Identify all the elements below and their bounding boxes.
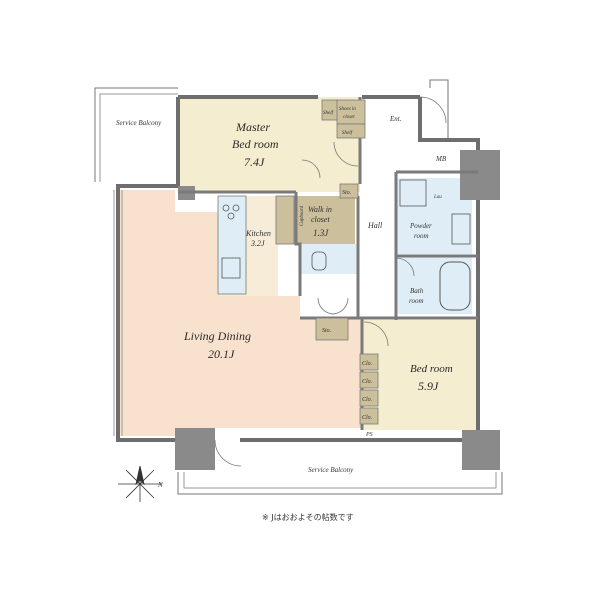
- kitchen-counter: [217, 195, 247, 295]
- mb-label: MB: [435, 155, 447, 163]
- bottom-balcony-rail: [183, 472, 497, 489]
- columns: [175, 150, 500, 470]
- master-label-1: Master: [235, 120, 270, 134]
- bottom-balcony-outline: [177, 472, 503, 495]
- compass-label: N: [157, 481, 163, 489]
- door-swings: [214, 96, 447, 467]
- kitchen-label: Kitchen: [245, 229, 271, 238]
- clo-label-4: Clo.: [362, 415, 372, 421]
- bath-room-area: [398, 256, 472, 314]
- shoes-label-2: closet: [343, 115, 355, 120]
- kitchen-size: 3.2J: [250, 239, 265, 248]
- master-size: 7.4J: [244, 155, 265, 169]
- laundry-pan: [399, 179, 427, 207]
- shelf-left-label: Shelf: [323, 111, 334, 116]
- living-label: Living Dining: [183, 329, 251, 343]
- shelf-bottom-label: Shelf: [342, 131, 353, 136]
- living-size: 20.1J: [208, 347, 235, 361]
- hall-area: [360, 140, 396, 320]
- clo-label-3: Clo.: [362, 397, 372, 403]
- hall-label: Hall: [367, 221, 383, 230]
- master-label-2: Bed room: [232, 137, 279, 151]
- bath-label-2: room: [409, 297, 424, 305]
- right-balcony-outline: [429, 79, 449, 140]
- bedroom-area: [362, 320, 477, 430]
- powder-room-area: [396, 178, 472, 254]
- bottom-balcony-label: Service Balcony: [308, 466, 354, 474]
- clo-label-2: Clo.: [362, 379, 372, 385]
- walkin-label-2: closet: [311, 215, 330, 224]
- top-balcony-outline: [94, 87, 178, 182]
- ps-label: PS: [365, 432, 373, 438]
- lau-label: Lau: [433, 195, 442, 200]
- clo-label-1: Clo.: [362, 361, 372, 367]
- bath-label-1: Bath: [410, 287, 424, 295]
- top-balcony-label: Service Balcony: [116, 119, 162, 127]
- living-dining-area: [118, 190, 362, 436]
- toilet: [311, 251, 327, 271]
- interior-walls: [178, 97, 478, 430]
- sto-mid-label: Sto.: [322, 328, 331, 334]
- walkin-size: 1.3J: [313, 228, 329, 238]
- top-balcony-rail: [99, 93, 178, 182]
- bedroom-size: 5.9J: [418, 379, 439, 393]
- shoes-label-1: Shoes in: [339, 107, 356, 112]
- bedroom-label: Bed room: [410, 363, 453, 375]
- sto-top-label: Sto.: [342, 190, 351, 196]
- footnote: ※ Jはおおよその帖数です: [262, 512, 354, 522]
- washroom-area: [300, 244, 358, 274]
- compass-icon: [118, 465, 162, 502]
- exterior-walls: [116, 95, 480, 442]
- bath-tub: [439, 261, 471, 311]
- powder-label-2: room: [414, 232, 429, 240]
- walkin-label-1: Walk in: [308, 205, 332, 214]
- cupboard-label: Cupboard: [300, 205, 305, 226]
- walkin-closet-area: [295, 196, 355, 244]
- powder-sink: [451, 213, 471, 245]
- powder-label-1: Powder: [409, 222, 432, 230]
- storage-blocks: [275, 99, 379, 425]
- ent-label: Ent.: [389, 115, 402, 123]
- living-window: [113, 190, 123, 436]
